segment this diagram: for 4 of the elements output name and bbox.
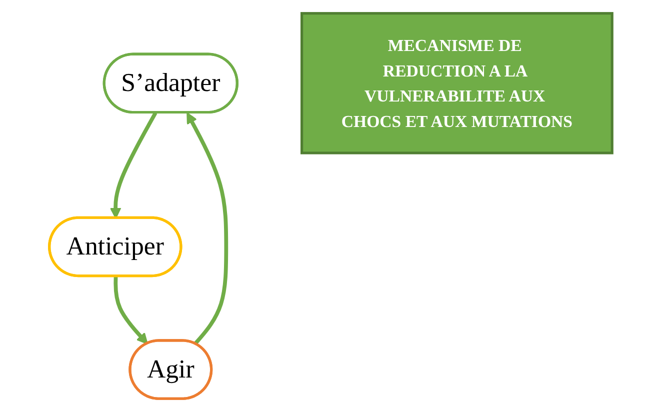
node-box: MECANISME DE REDUCTION A LA VULNERABILITE AUX CHOCS ET AUX MUTATIONS — [300, 12, 614, 154]
arrow — [113, 276, 148, 344]
arrow — [110, 112, 157, 219]
arrow — [186, 112, 228, 346]
